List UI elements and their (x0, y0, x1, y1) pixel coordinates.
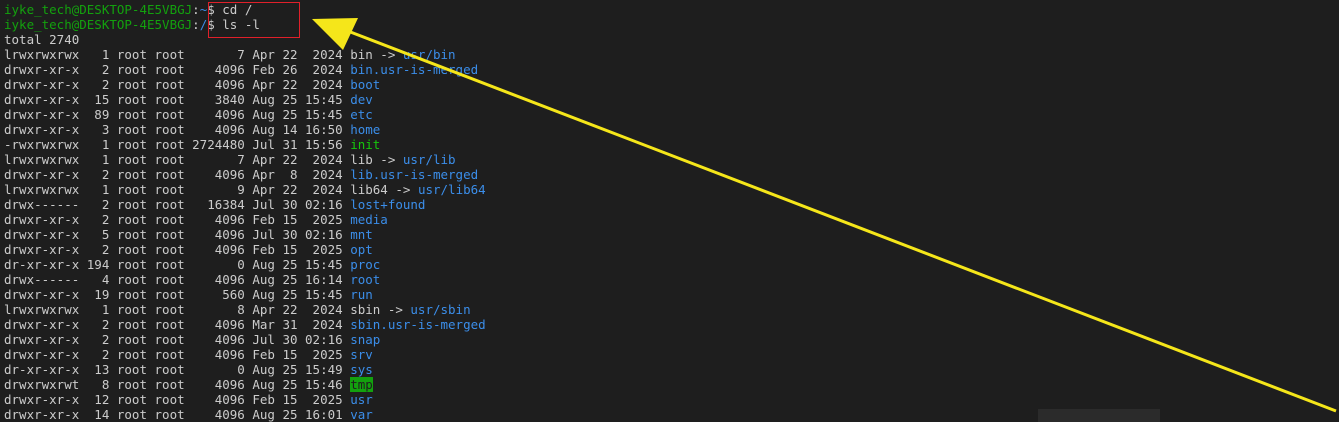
entry-meta: dr-xr-xr-x 13 root root 0 Aug 25 15:49 (4, 362, 351, 377)
entry-meta: drwxr-xr-x 15 root root 3840 Aug 25 15:4… (4, 92, 351, 107)
entry-meta: drwxr-xr-x 89 root root 4096 Aug 25 15:4… (4, 107, 351, 122)
entry-name: srv (350, 347, 373, 362)
arrow-head (312, 18, 358, 50)
prompt-line-1: iyke_tech@DESKTOP-4E5VBGJ:~$ cd / (4, 2, 253, 17)
prompt-cwd: ~ (199, 2, 208, 17)
entry-name: opt (350, 242, 373, 257)
ls-entry-row: drwxr-xr-x 2 root root 4096 Jul 30 02:16… (4, 332, 486, 347)
symlink-arrow: -> (387, 182, 418, 197)
symlink-target: usr/lib (402, 152, 456, 167)
entry-meta: drwxr-xr-x 3 root root 4096 Aug 14 16:50 (4, 122, 351, 137)
entry-meta: drwxr-xr-x 14 root root 4096 Aug 25 16:0… (4, 407, 351, 422)
ls-entry-row: drwxr-xr-x 2 root root 4096 Apr 8 2024 l… (4, 167, 486, 182)
ls-entry-row: drwxr-xr-x 5 root root 4096 Jul 30 02:16… (4, 227, 486, 242)
entry-meta: drwxr-xr-x 2 root root 4096 Feb 15 2025 (4, 212, 351, 227)
ls-entry-row: drwxrwxrwt 8 root root 4096 Aug 25 15:46… (4, 377, 486, 392)
ls-entry-row: drwxr-xr-x 3 root root 4096 Aug 14 16:50… (4, 122, 486, 137)
entry-meta: drwxr-xr-x 2 root root 4096 Feb 26 2024 (4, 62, 351, 77)
ls-entry-row: lrwxrwxrwx 1 root root 7 Apr 22 2024 bin… (4, 47, 486, 62)
arrow-shaft (339, 26, 1337, 413)
entry-name: lib64 (350, 182, 388, 197)
entry-meta: drwxr-xr-x 19 root root 560 Aug 25 15:45 (4, 287, 351, 302)
command-text: ls -l (222, 17, 260, 32)
symlink-target: usr/lib64 (417, 182, 486, 197)
ls-entry-row: drwx------ 2 root root 16384 Jul 30 02:1… (4, 197, 486, 212)
entry-meta: drwxr-xr-x 2 root root 4096 Mar 31 2024 (4, 317, 351, 332)
entry-meta: drwxr-xr-x 2 root root 4096 Feb 15 2025 (4, 242, 351, 257)
entry-name: lib.usr-is-merged (350, 167, 479, 182)
prompt-user-host: iyke_tech@DESKTOP-4E5VBGJ (4, 2, 193, 17)
prompt-line-2: iyke_tech@DESKTOP-4E5VBGJ:/$ ls -l (4, 17, 260, 32)
prompt-cwd: / (199, 17, 208, 32)
entry-meta: -rwxrwxrwx 1 root root 2724480 Jul 31 15… (4, 137, 351, 152)
entry-meta: drwxr-xr-x 2 root root 4096 Jul 30 02:16 (4, 332, 351, 347)
symlink-arrow: -> (380, 302, 411, 317)
ls-entry-row: drwxr-xr-x 2 root root 4096 Feb 15 2025 … (4, 242, 486, 257)
entry-name: bin.usr-is-merged (350, 62, 479, 77)
entry-meta: drwx------ 4 root root 4096 Aug 25 16:14 (4, 272, 351, 287)
ls-entry-row: dr-xr-xr-x 194 root root 0 Aug 25 15:45 … (4, 257, 486, 272)
ls-listing: lrwxrwxrwx 1 root root 7 Apr 22 2024 bin… (4, 47, 486, 422)
entry-meta: lrwxrwxrwx 1 root root 7 Apr 22 2024 (4, 47, 351, 62)
entry-name: lib (350, 152, 373, 167)
entry-meta: lrwxrwxrwx 1 root root 7 Apr 22 2024 (4, 152, 351, 167)
ls-entry-row: drwxr-xr-x 15 root root 3840 Aug 25 15:4… (4, 92, 486, 107)
entry-meta: drwx------ 2 root root 16384 Jul 30 02:1… (4, 197, 351, 212)
entry-name: sbin.usr-is-merged (350, 317, 486, 332)
annotation-highlight-box (208, 2, 300, 38)
entry-meta: dr-xr-xr-x 194 root root 0 Aug 25 15:45 (4, 257, 351, 272)
entry-name: lost+found (350, 197, 426, 212)
entry-meta: lrwxrwxrwx 1 root root 8 Apr 22 2024 (4, 302, 351, 317)
ls-entry-row: drwxr-xr-x 2 root root 4096 Feb 15 2025 … (4, 212, 486, 227)
entry-name: sys (350, 362, 373, 377)
ls-entry-row: drwxr-xr-x 19 root root 560 Aug 25 15:45… (4, 287, 486, 302)
entry-name: home (350, 122, 381, 137)
entry-name: usr (350, 392, 373, 407)
terminal-output[interactable]: iyke_tech@DESKTOP-4E5VBGJ:~$ cd / iyke_t… (4, 2, 486, 422)
symlink-arrow: -> (372, 152, 403, 167)
ls-entry-row: drwxr-xr-x 12 root root 4096 Feb 15 2025… (4, 392, 486, 407)
entry-name: media (350, 212, 388, 227)
entry-meta: drwxr-xr-x 2 root root 4096 Feb 15 2025 (4, 347, 351, 362)
total-line: total 2740 (4, 32, 80, 47)
ls-entry-row: drwxr-xr-x 2 root root 4096 Apr 22 2024 … (4, 77, 486, 92)
ls-entry-row: lrwxrwxrwx 1 root root 7 Apr 22 2024 lib… (4, 152, 486, 167)
ls-entry-row: drwxr-xr-x 2 root root 4096 Mar 31 2024 … (4, 317, 486, 332)
ls-entry-row: dr-xr-xr-x 13 root root 0 Aug 25 15:49 s… (4, 362, 486, 377)
entry-name: bin (350, 47, 373, 62)
entry-name: snap (350, 332, 381, 347)
entry-name: etc (350, 107, 373, 122)
entry-name: init (350, 137, 381, 152)
entry-name: tmp (350, 377, 373, 392)
ls-entry-row: drwxr-xr-x 2 root root 4096 Feb 26 2024 … (4, 62, 486, 77)
entry-name: run (350, 287, 373, 302)
entry-meta: drwxr-xr-x 2 root root 4096 Apr 22 2024 (4, 77, 351, 92)
entry-name: boot (350, 77, 381, 92)
command-text: cd / (222, 2, 253, 17)
entry-name: root (350, 272, 381, 287)
entry-name: proc (350, 257, 381, 272)
ls-entry-row: drwxr-xr-x 2 root root 4096 Feb 15 2025 … (4, 347, 486, 362)
ls-entry-row: lrwxrwxrwx 1 root root 9 Apr 22 2024 lib… (4, 182, 486, 197)
ls-entry-row: drwxr-xr-x 89 root root 4096 Aug 25 15:4… (4, 107, 486, 122)
entry-meta: drwxr-xr-x 5 root root 4096 Jul 30 02:16 (4, 227, 351, 242)
ls-entry-row: lrwxrwxrwx 1 root root 8 Apr 22 2024 sbi… (4, 302, 486, 317)
entry-meta: drwxr-xr-x 2 root root 4096 Apr 8 2024 (4, 167, 351, 182)
entry-meta: drwxr-xr-x 12 root root 4096 Feb 15 2025 (4, 392, 351, 407)
ls-entry-row: drwx------ 4 root root 4096 Aug 25 16:14… (4, 272, 486, 287)
symlink-target: usr/sbin (410, 302, 471, 317)
entry-name: sbin (350, 302, 381, 317)
entry-meta: drwxrwxrwt 8 root root 4096 Aug 25 15:46 (4, 377, 351, 392)
ls-entry-row: drwxr-xr-x 14 root root 4096 Aug 25 16:0… (4, 407, 486, 422)
entry-name: dev (350, 92, 373, 107)
entry-name: var (350, 407, 373, 422)
entry-name: mnt (350, 227, 373, 242)
prompt-user-host: iyke_tech@DESKTOP-4E5VBGJ (4, 17, 193, 32)
ls-entry-row: -rwxrwxrwx 1 root root 2724480 Jul 31 15… (4, 137, 486, 152)
horizontal-scrollbar[interactable] (1038, 409, 1160, 422)
symlink-arrow: -> (372, 47, 403, 62)
entry-meta: lrwxrwxrwx 1 root root 9 Apr 22 2024 (4, 182, 351, 197)
